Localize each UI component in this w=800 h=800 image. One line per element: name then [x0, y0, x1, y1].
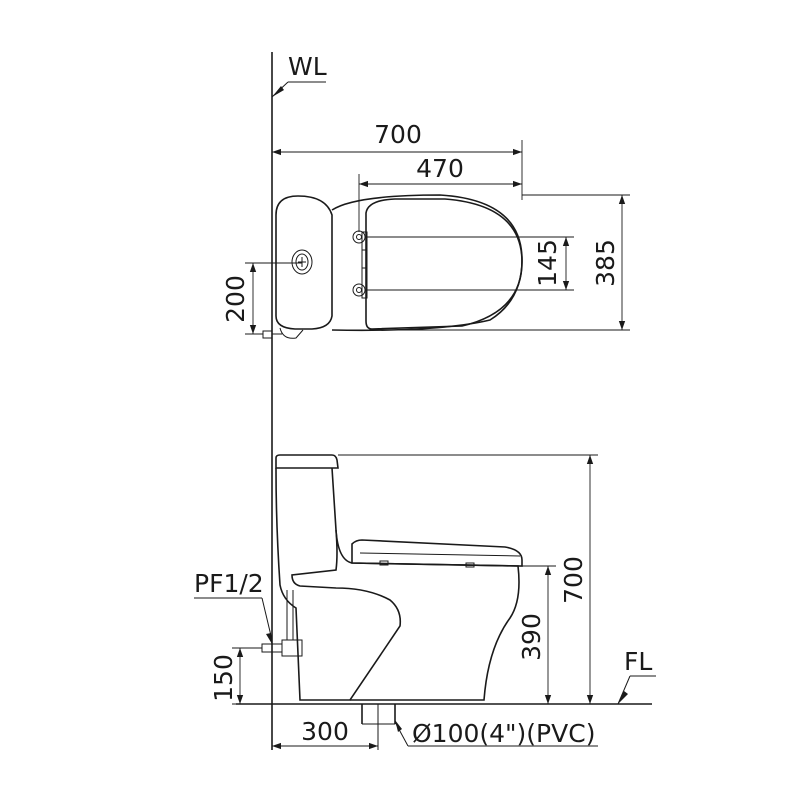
toilet-side-outline — [275, 467, 402, 701]
tank-lid — [275, 454, 339, 469]
hinge-strip — [361, 231, 368, 299]
dim-rough-in: 300 — [301, 717, 349, 746]
bowl-front-outline — [335, 529, 520, 701]
seat-bolt-icon — [352, 283, 366, 297]
outlet-pipe — [361, 704, 396, 750]
dim-inlet-height: 150 — [209, 654, 238, 702]
seat-bolt-icon — [352, 230, 366, 244]
dim-bolt-to-front: 470 — [416, 154, 464, 183]
tank-top-outline — [275, 195, 333, 330]
top-view: 700 470 385 145 200 — [221, 120, 630, 339]
floor-line-label: FL — [624, 647, 652, 676]
seat-side-outline — [351, 539, 523, 567]
outlet-pipe-label: Ø100(4")(PVC) — [412, 719, 595, 748]
dim-bolt-spacing: 145 — [533, 239, 562, 287]
side-view: FL PF1/2 — [194, 454, 656, 750]
inlet-connector-top — [279, 327, 304, 339]
dim-inlet-offset: 200 — [221, 275, 250, 323]
wall-line-marker: WL — [271, 52, 327, 98]
dim-overall-height: 700 — [559, 556, 588, 604]
floor-line-marker: FL — [617, 647, 656, 705]
seat-lid-outline — [365, 198, 523, 330]
water-inlet-valve — [254, 590, 303, 657]
wall-line-label: WL — [288, 52, 327, 81]
bowl-top-outline — [331, 194, 523, 332]
flush-button-icon — [291, 249, 313, 275]
inlet-fitting-label: PF1/2 — [194, 569, 264, 598]
dim-overall-width: 385 — [591, 239, 620, 287]
dim-overall-length: 700 — [374, 120, 422, 149]
dim-seat-height: 390 — [517, 613, 546, 661]
